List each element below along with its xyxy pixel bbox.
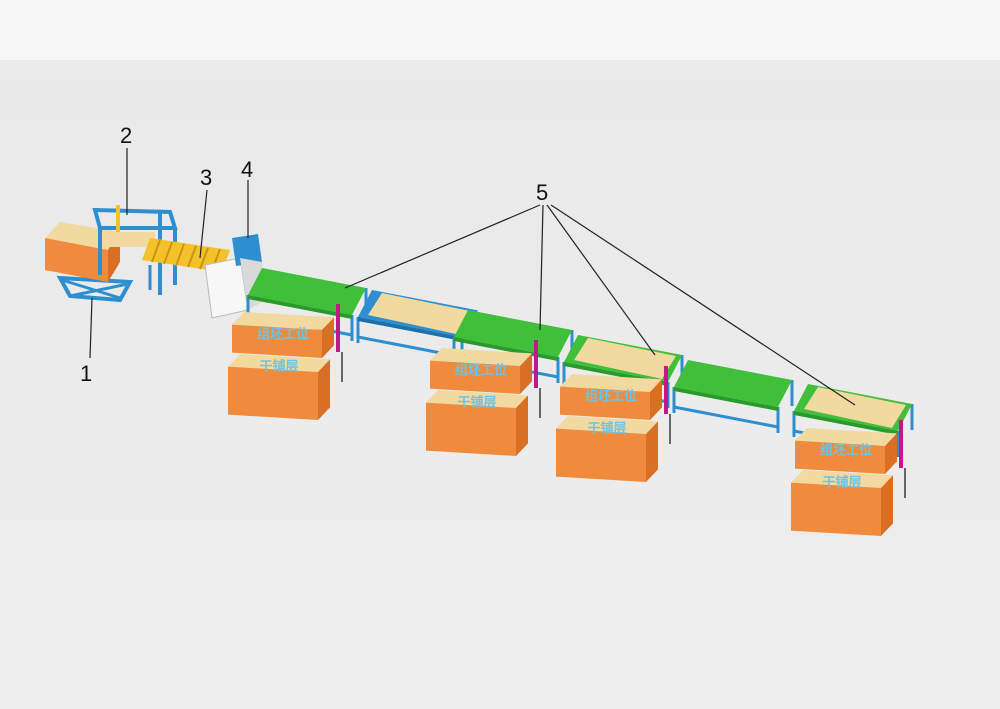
table-edge — [674, 387, 778, 411]
stack-front — [791, 482, 881, 536]
stack-top — [430, 348, 532, 366]
stack-top — [556, 416, 658, 434]
stack-label-upper: 组坯工位 — [257, 326, 309, 342]
stack-side — [881, 475, 893, 536]
stack-front — [556, 428, 646, 482]
table-top — [248, 268, 366, 315]
stack-top — [560, 374, 662, 392]
board-sheet — [804, 387, 906, 428]
stack-top — [426, 390, 528, 408]
stack-label-upper: 组坯工位 — [455, 362, 507, 378]
callout-4: 4 — [241, 157, 253, 182]
conveyor-table — [672, 360, 794, 433]
stack-top — [791, 470, 893, 488]
board-sheet — [574, 338, 676, 379]
callout-5: 5 — [536, 180, 548, 205]
board-stacks: 组坯工位干铺层组坯工位干铺层组坯工位干铺层组坯工位干铺层 — [228, 304, 906, 536]
top-band — [0, 0, 1000, 60]
stack-label-lower: 干铺层 — [457, 394, 496, 410]
machine-station — [204, 234, 262, 319]
stack-label-lower: 干铺层 — [259, 358, 298, 374]
stack-label-lower: 干铺层 — [822, 474, 861, 490]
stack-side — [318, 359, 330, 420]
stack-label-lower: 干铺层 — [587, 420, 626, 436]
callouts — [89, 148, 856, 406]
stack-top — [795, 428, 897, 446]
stack-front — [430, 360, 520, 394]
table-edge — [794, 411, 898, 435]
roller-conveyor — [142, 238, 230, 298]
stack-side — [650, 379, 662, 420]
table-edge — [248, 295, 352, 319]
callout-2: 2 — [120, 123, 132, 148]
callout-1: 1 — [80, 361, 92, 386]
stack-side — [322, 317, 334, 358]
stack-front — [232, 324, 322, 358]
table-edge — [358, 317, 462, 341]
lift-table-station — [45, 222, 134, 303]
stack-top — [228, 354, 330, 372]
stack-side — [885, 433, 897, 474]
stack-front — [795, 440, 885, 474]
table-top — [454, 310, 572, 357]
board-sheet — [368, 293, 470, 334]
stack-top — [232, 312, 334, 330]
table-rail — [673, 405, 779, 429]
stack-label-upper: 组坯工位 — [820, 442, 872, 458]
stack-side — [646, 421, 658, 482]
stack-side — [516, 395, 528, 456]
callout-3: 3 — [200, 165, 212, 190]
stack-front — [560, 386, 650, 420]
stack-side — [520, 353, 532, 394]
table-top — [674, 360, 792, 407]
stack-front — [228, 366, 318, 420]
stack-label-upper: 组坯工位 — [585, 388, 637, 404]
stack-front — [426, 402, 516, 456]
